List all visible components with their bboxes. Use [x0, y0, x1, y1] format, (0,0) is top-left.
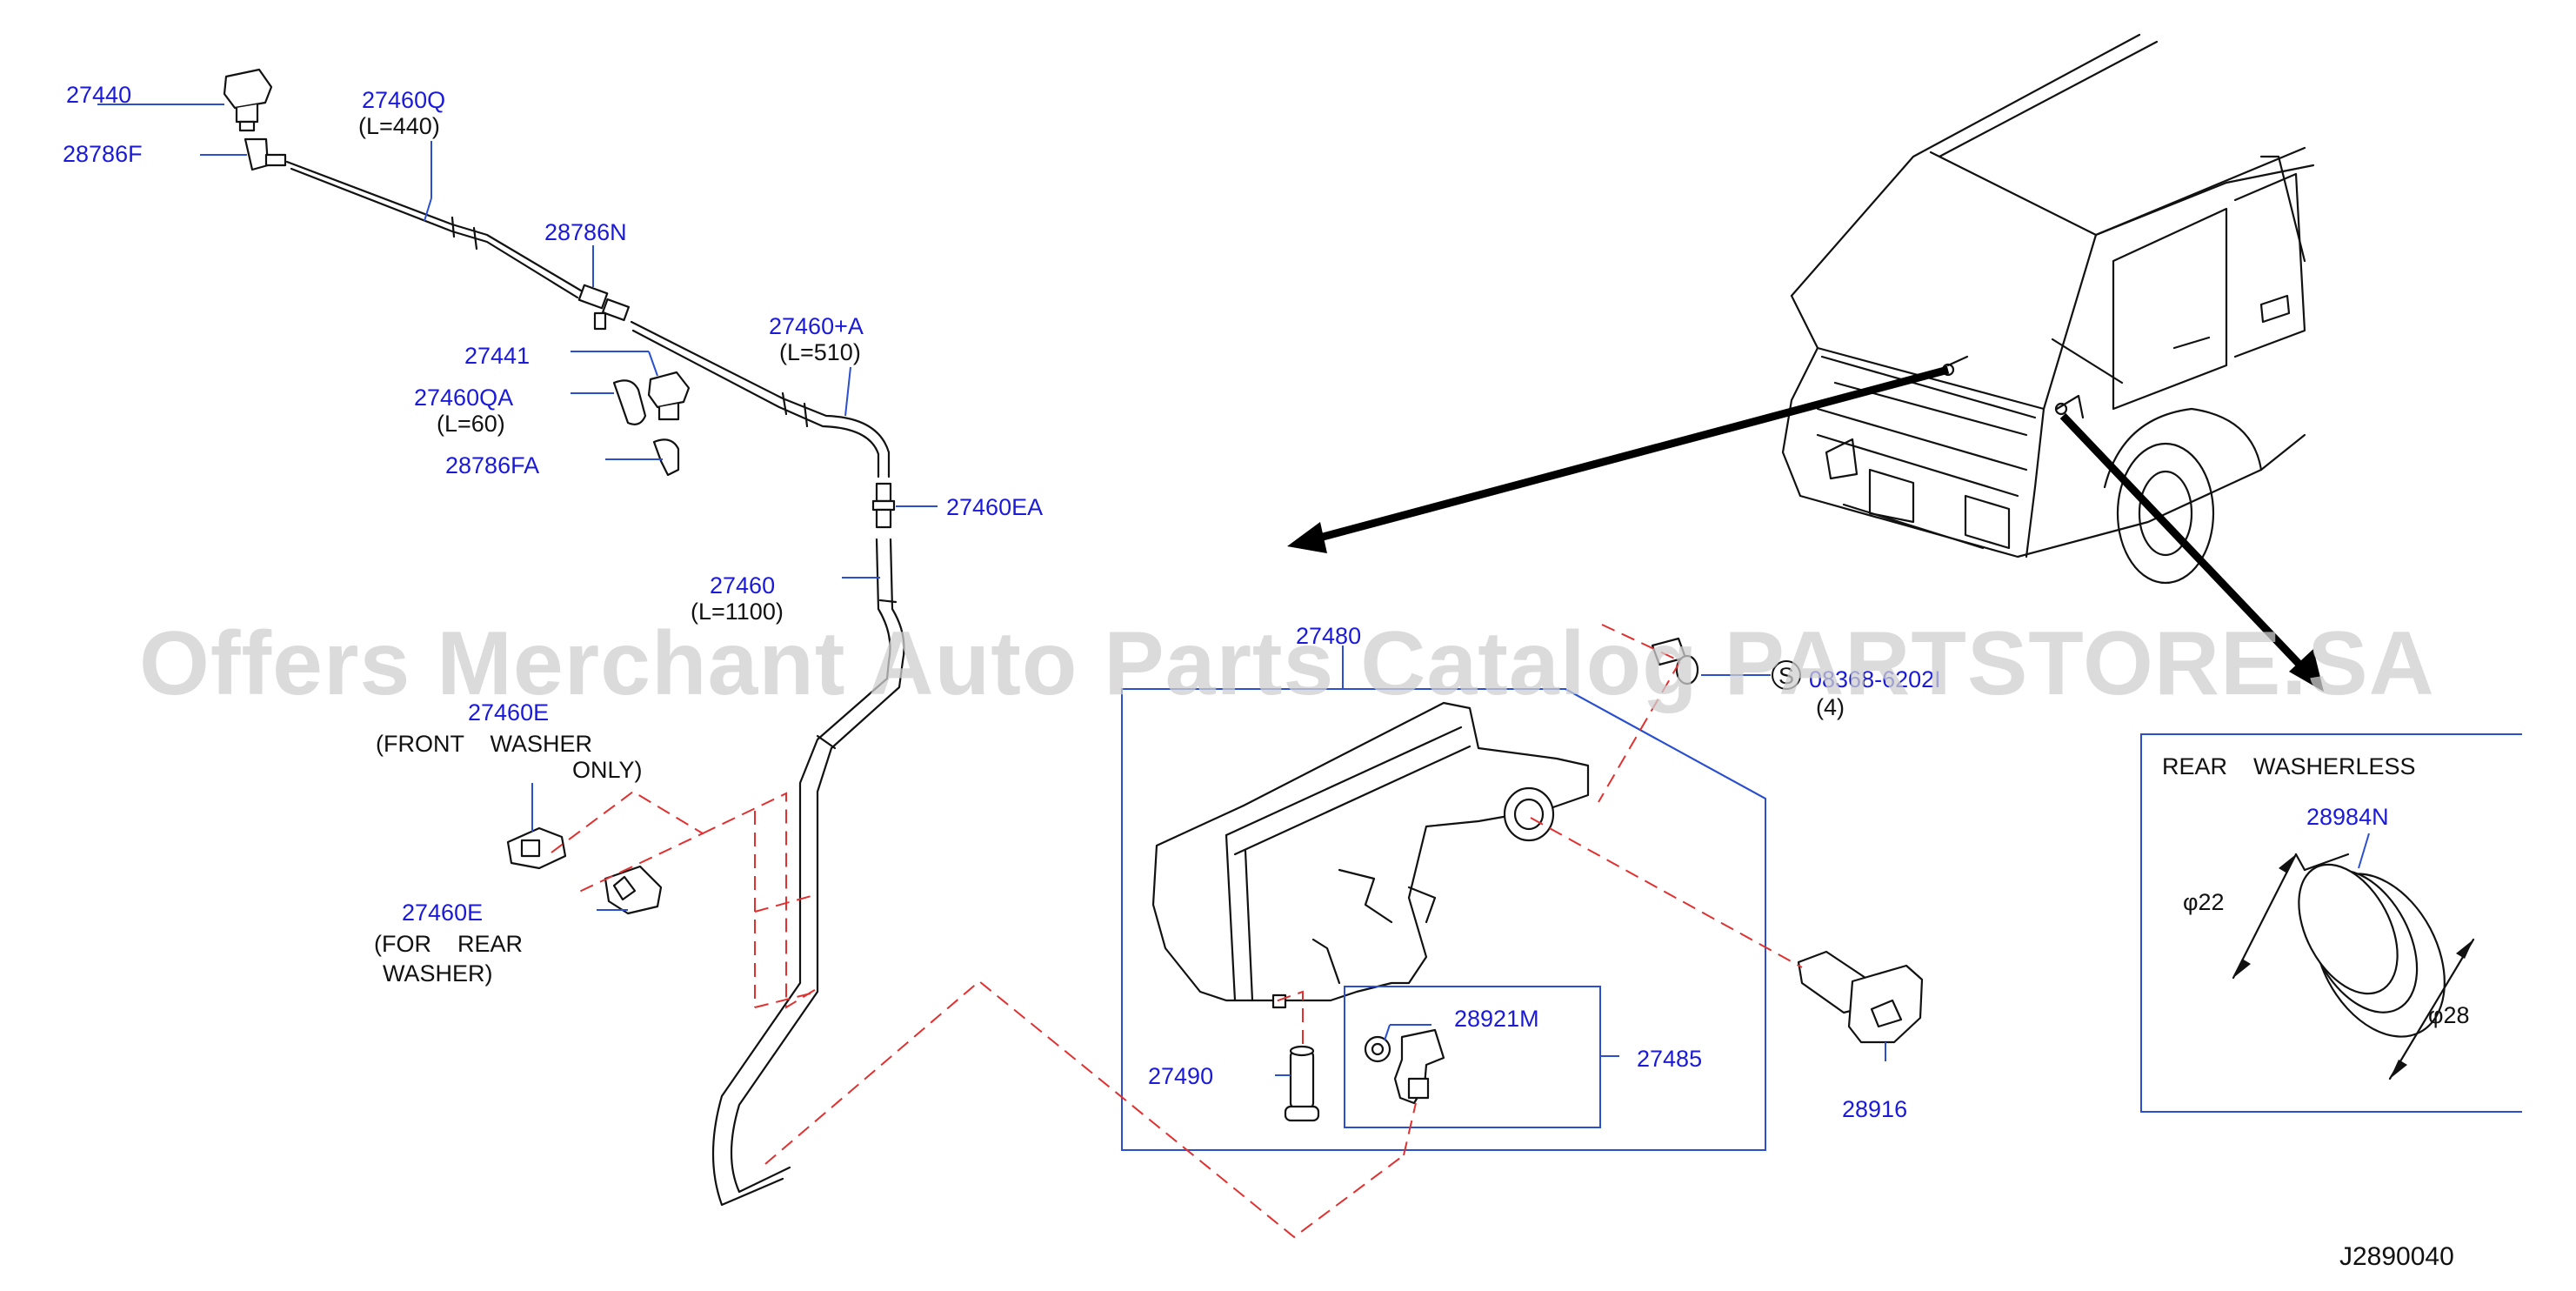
pump-motor-icon	[1393, 1028, 1445, 1105]
note-for-rear: (FOR REAR	[374, 931, 523, 957]
label-27441: 27441	[464, 343, 530, 369]
dimension-phi22: φ22	[2183, 889, 2225, 915]
dashed-guides	[551, 624, 1803, 1239]
washer-hose-assembly	[223, 68, 905, 1207]
plug-28984N-icon	[2298, 853, 2446, 1038]
label-27460E-rear: 27460E	[402, 900, 483, 926]
reservoir-assembly-box	[1121, 688, 1766, 1151]
nozzle-27440-icon	[223, 68, 273, 132]
label-28786FA: 28786FA	[445, 452, 539, 478]
note-front-only: ONLY)	[572, 757, 643, 783]
drawing-code: J2890040	[2339, 1242, 2454, 1271]
nozzle-27441-icon	[647, 371, 691, 421]
seal-28921M-icon	[1364, 1035, 1391, 1063]
label-27440: 27440	[66, 82, 131, 108]
washer-tank-27480-icon	[1151, 701, 1590, 1009]
dimension-phi28: φ28	[2428, 1002, 2470, 1028]
note-rear-washer: WASHER)	[383, 960, 493, 987]
label-28921M: 28921M	[1454, 1006, 1539, 1032]
watermark: Offers Merchant Auto Parts Catalog PARTS…	[139, 613, 2435, 714]
label-screw-code: 08368-6202I	[1809, 666, 1941, 692]
label-27460E-front: 27460E	[468, 699, 549, 726]
pointer-arrows	[1287, 365, 2324, 692]
clip-27460E-rear-icon	[604, 865, 663, 915]
label-27460QA-length: (L=60)	[437, 411, 505, 437]
inset-labels: REAR WASHERLESS 28984N φ22 φ28	[2162, 753, 2470, 1028]
label-28984N: 28984N	[2306, 804, 2389, 830]
label-28786F: 28786F	[63, 141, 143, 167]
label-27460: 27460	[710, 572, 775, 599]
screw-icon	[1651, 637, 1801, 690]
label-27460Q-length: (L=440)	[358, 113, 440, 139]
label-27480: 27480	[1296, 623, 1361, 649]
inset-title: REAR WASHERLESS	[2162, 753, 2416, 779]
van-illustration	[1781, 33, 2315, 585]
label-27485: 27485	[1637, 1046, 1702, 1072]
label-27460EA: 27460EA	[946, 494, 1043, 520]
dimension-lines	[2232, 853, 2475, 1080]
screw-symbol: S	[1779, 663, 1794, 689]
elbow-28786F-icon	[244, 137, 287, 171]
part-labels: 27440 28786F 27460Q (L=440) 28786N 27441…	[63, 82, 1941, 1122]
label-screw-quantity: (4)	[1816, 694, 1845, 720]
label-27490: 27490	[1148, 1063, 1213, 1089]
note-front-washer: (FRONT WASHER	[376, 731, 592, 757]
rear-washerless-inset	[2140, 733, 2522, 1113]
leader-lines	[97, 104, 2370, 1076]
clip-27460E-front-icon	[506, 826, 567, 870]
label-28786N: 28786N	[544, 219, 627, 245]
label-27460QA: 27460QA	[414, 385, 513, 411]
cap-28916-icon	[1797, 950, 1924, 1044]
grommet-27490-icon	[1284, 1045, 1320, 1122]
label-27460-length: (L=1100)	[691, 599, 784, 625]
label-27460A-length: (L=510)	[779, 339, 861, 365]
label-28916: 28916	[1842, 1096, 1907, 1122]
label-27460A: 27460+A	[769, 313, 864, 339]
connector-27460EA-icon	[871, 482, 896, 529]
label-27460Q: 27460Q	[362, 87, 445, 113]
joint-28786N-icon	[577, 284, 631, 331]
